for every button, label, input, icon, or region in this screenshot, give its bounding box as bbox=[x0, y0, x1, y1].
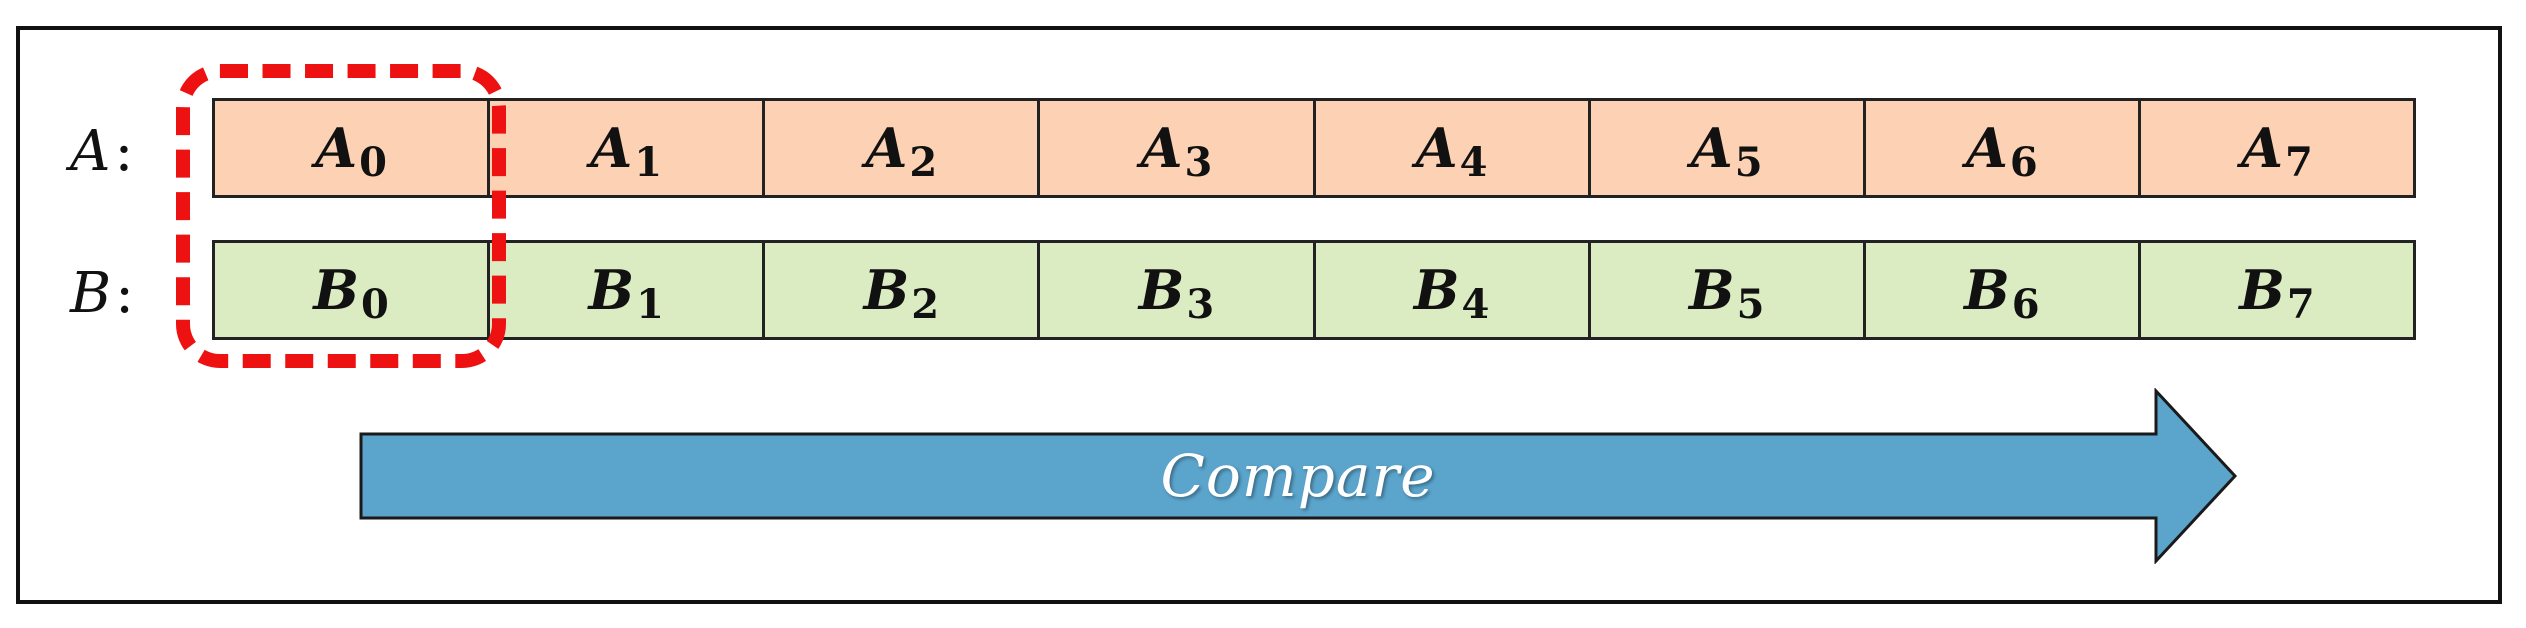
row-label-b-colon: : bbox=[115, 261, 135, 326]
cell-index: 5 bbox=[1734, 138, 1763, 186]
cell-letter: B bbox=[863, 258, 910, 322]
row-label-a-colon: : bbox=[114, 119, 134, 184]
cell-index: 3 bbox=[1184, 138, 1213, 186]
compare-label: Compare bbox=[1160, 442, 1436, 510]
cell-letter: B bbox=[1413, 258, 1460, 322]
cell-letter: A bbox=[2241, 116, 2283, 180]
cell-index: 5 bbox=[1736, 280, 1765, 328]
row-label-a-letter: A bbox=[70, 119, 111, 184]
cell-index: 0 bbox=[360, 280, 389, 328]
cell-letter: A bbox=[1415, 116, 1458, 180]
cell-letter: A bbox=[590, 116, 633, 180]
cell-letter: B bbox=[1964, 258, 2010, 322]
cell-index: 4 bbox=[1459, 138, 1488, 186]
cell-letter: A bbox=[1690, 116, 1733, 180]
cell-index: 3 bbox=[1186, 280, 1215, 328]
cell-index: 6 bbox=[2011, 280, 2040, 328]
cell-letter: B bbox=[313, 258, 359, 322]
cell-index: 7 bbox=[2284, 138, 2313, 186]
cell-index: 2 bbox=[911, 280, 940, 328]
cell-letter: A bbox=[315, 116, 358, 180]
cell-letter: A bbox=[865, 116, 908, 180]
row-label-b-letter: B bbox=[70, 261, 112, 326]
cell-letter: A bbox=[1140, 116, 1183, 180]
cell-index: 2 bbox=[909, 138, 938, 186]
compare-arrow-shape bbox=[359, 388, 2238, 564]
row-label-b: B: bbox=[70, 266, 134, 322]
cell-index: 1 bbox=[636, 280, 664, 328]
cell-letter: B bbox=[1138, 258, 1185, 322]
cell-letter: B bbox=[2239, 258, 2285, 322]
row-label-a: A: bbox=[70, 124, 133, 180]
cell-letter: B bbox=[1688, 258, 1735, 322]
cell-index: 1 bbox=[634, 138, 663, 186]
current-pair-highlight bbox=[176, 64, 506, 368]
cell-index: 0 bbox=[359, 138, 387, 186]
cell-letter: A bbox=[1965, 116, 2008, 180]
compare-arrow bbox=[359, 388, 2238, 564]
cell-index: 4 bbox=[1461, 280, 1490, 328]
cell-letter: B bbox=[588, 258, 635, 322]
cell-index: 7 bbox=[2286, 280, 2315, 328]
cell-index: 6 bbox=[2009, 138, 2038, 186]
